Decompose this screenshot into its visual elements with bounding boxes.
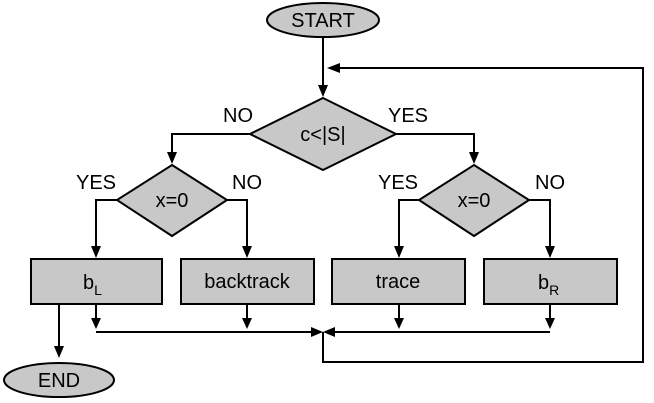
arrowhead [469, 152, 479, 164]
arrowhead [545, 246, 555, 258]
end-node: END [3, 362, 115, 398]
arrowhead [311, 327, 323, 337]
decision-top-no-label: NO [223, 105, 253, 127]
connector-loop-back [322, 67, 644, 363]
arrowhead [318, 85, 328, 97]
br-subscript: R [549, 282, 559, 298]
arrowhead [394, 318, 404, 329]
decision-top-label: c<|S| [300, 124, 345, 146]
start-node: START [266, 2, 380, 38]
arrowhead [327, 63, 340, 73]
decision-left-label: x=0 [156, 190, 189, 212]
connector-top-no [171, 133, 250, 152]
bl-base: b [83, 272, 94, 294]
connector-right-yes [398, 199, 419, 246]
arrowhead [54, 346, 64, 358]
trace-label: trace [376, 271, 420, 293]
decision-left-yes-label: YES [76, 172, 116, 194]
svg-text:bL: bL [83, 272, 102, 298]
svg-text:bR: bR [538, 272, 559, 298]
decision-right: x=0 [417, 163, 531, 238]
decision-right-yes-label: YES [378, 172, 418, 194]
arrowhead [91, 246, 101, 258]
br-base: b [538, 272, 549, 294]
arrowhead [394, 246, 404, 258]
process-box-br: bR [483, 258, 618, 305]
process-box-backtrack: backtrack [180, 258, 315, 305]
start-label: START [291, 10, 355, 32]
arrowhead [167, 152, 177, 164]
decision-left-no-label: NO [232, 172, 262, 194]
arrowhead [91, 318, 101, 329]
arrowhead [323, 327, 335, 337]
backtrack-label: backtrack [204, 271, 291, 293]
decision-left: x=0 [115, 163, 229, 238]
decision-right-no-label: NO [535, 172, 565, 194]
process-box-trace: trace [331, 258, 466, 305]
arrowhead [242, 246, 252, 258]
arrowhead [545, 318, 555, 329]
arrowhead [242, 318, 252, 329]
decision-right-label: x=0 [458, 190, 491, 212]
connector-right-no [529, 199, 551, 246]
connector-top-yes [396, 133, 475, 152]
bl-subscript: L [94, 282, 102, 298]
connector-left-yes [95, 199, 117, 246]
decision-top-yes-label: YES [388, 105, 428, 127]
end-label: END [38, 370, 80, 392]
decision-top: c<|S| [247, 96, 399, 172]
process-box-bl: bL [30, 258, 163, 305]
connector-left-no [227, 199, 248, 246]
